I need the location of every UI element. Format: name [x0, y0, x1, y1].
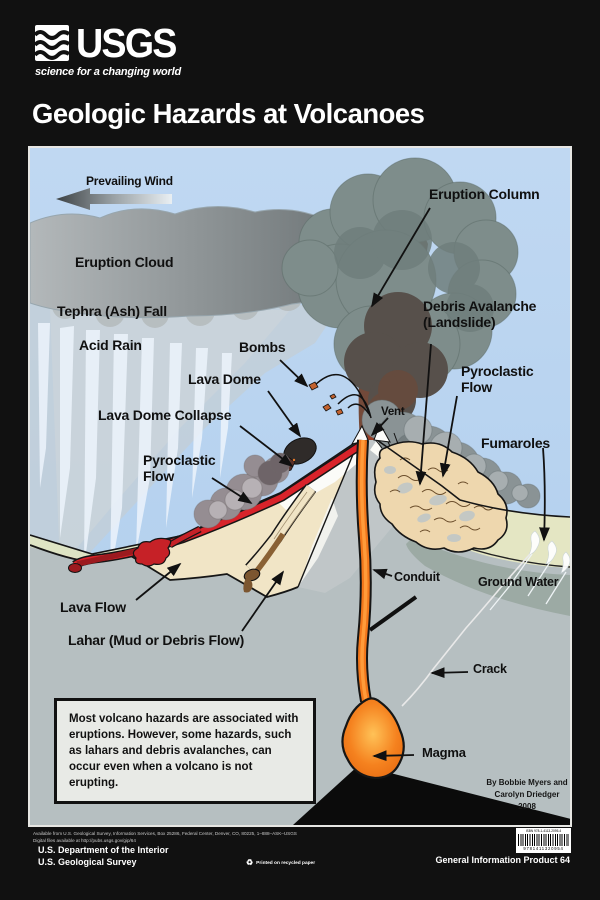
volcano-diagram-panel: Prevailing Wind Eruption Column Eruption…	[30, 148, 570, 825]
label-bombs: Bombs	[239, 339, 286, 355]
lahar-channel	[243, 484, 317, 593]
recycled-note: ♻ Printed on recycled paper	[246, 859, 315, 867]
department-line: U.S. Department of the Interior	[38, 845, 169, 855]
bottom-wedge	[293, 765, 570, 825]
label-pyroclastic-flow-left: Pyroclastic Flow	[143, 452, 216, 484]
ground-water-band	[406, 538, 570, 616]
label-debris-avalanche: Debris Avalanche (Landslide)	[423, 298, 537, 330]
debris-avalanche-deposit	[373, 432, 508, 553]
label-ground-water: Ground Water	[478, 575, 559, 589]
leader-arrows	[135, 207, 550, 762]
label-eruption-cloud: Eruption Cloud	[75, 254, 174, 270]
hazard-note-box: Most volcano hazards are associated with…	[54, 698, 316, 805]
recycle-icon: ♻	[246, 858, 254, 867]
label-tephra-ash-fall: Tephra (Ash) Fall	[57, 303, 167, 319]
label-magma: Magma	[422, 745, 466, 760]
volcano-illustration	[30, 148, 570, 825]
magma-shape	[341, 697, 405, 780]
label-eruption-column: Eruption Column	[429, 186, 540, 202]
availability-line2: Digital files available at http://pubs.u…	[33, 838, 136, 844]
crack-line	[401, 553, 531, 707]
usgs-logo-text: USGS	[76, 20, 177, 66]
label-conduit: Conduit	[394, 570, 440, 584]
label-vent: Vent	[381, 406, 405, 418]
label-pyroclastic-flow-right: Pyroclastic Flow	[461, 363, 534, 395]
label-fumaroles: Fumaroles	[481, 435, 550, 451]
isbn-number: 9781411320954	[523, 846, 564, 851]
fumarole-steam	[489, 530, 570, 611]
label-lava-dome: Lava Dome	[188, 371, 261, 387]
author-credits: By Bobbie Myers and Carolyn Driedger 200…	[486, 778, 568, 811]
barcode-bars	[518, 834, 569, 846]
wind-arrow	[56, 188, 172, 210]
label-prevailing-wind: Prevailing Wind	[86, 174, 173, 188]
rain-streaks	[38, 323, 232, 578]
bombs-shape	[308, 374, 372, 419]
label-lahar: Lahar (Mud or Debris Flow)	[68, 632, 245, 648]
page-title: Geologic Hazards at Volcanoes	[32, 98, 425, 129]
availability-text: Available from U.S. Geological Survey, I…	[33, 830, 297, 845]
usgs-tagline: science for a changing world	[35, 66, 181, 78]
conduit-shape	[355, 439, 372, 703]
survey-line: U.S. Geological Survey	[38, 857, 137, 867]
usgs-wave-icon	[34, 25, 71, 61]
label-lava-dome-collapse: Lava Dome Collapse	[98, 407, 232, 423]
product-line: General Information Product 64	[435, 855, 570, 865]
label-acid-rain: Acid Rain	[79, 337, 142, 353]
isbn-label: ISBN 978-1-4113-2095-4	[525, 829, 562, 833]
availability-line1: Available from U.S. Geological Survey, I…	[33, 831, 297, 836]
recycled-label: Printed on recycled paper	[256, 860, 316, 866]
lava-flow-shape	[68, 441, 364, 573]
usgs-logo: USGS	[34, 20, 184, 66]
dike-line	[368, 595, 418, 632]
label-crack: Crack	[473, 662, 507, 676]
label-lava-flow: Lava Flow	[60, 599, 126, 615]
isbn-barcode: ISBN 978-1-4113-2095-4 9781411320954	[516, 828, 571, 853]
